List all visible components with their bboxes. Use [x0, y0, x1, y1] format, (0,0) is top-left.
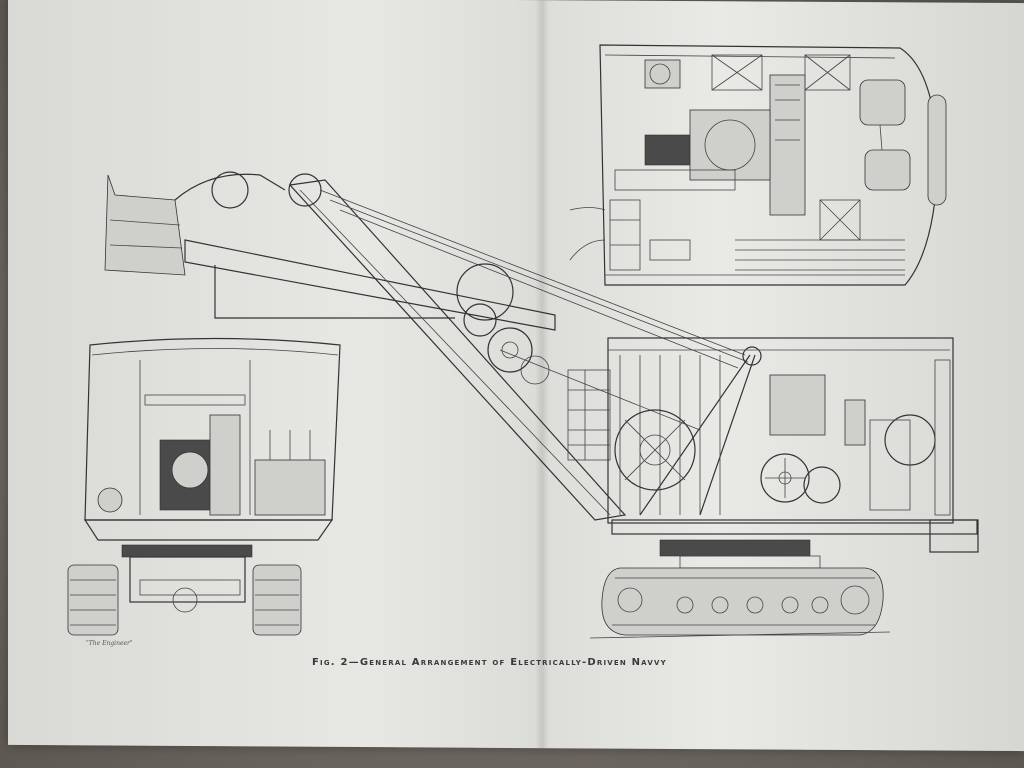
side-elevation — [104, 171, 979, 639]
artist-signature: "The Engineer" — [86, 640, 133, 647]
end-view — [67, 337, 341, 636]
plan-view — [569, 44, 947, 286]
figure-caption: Fig. 2—General Arrangement of Electrical… — [312, 657, 667, 668]
